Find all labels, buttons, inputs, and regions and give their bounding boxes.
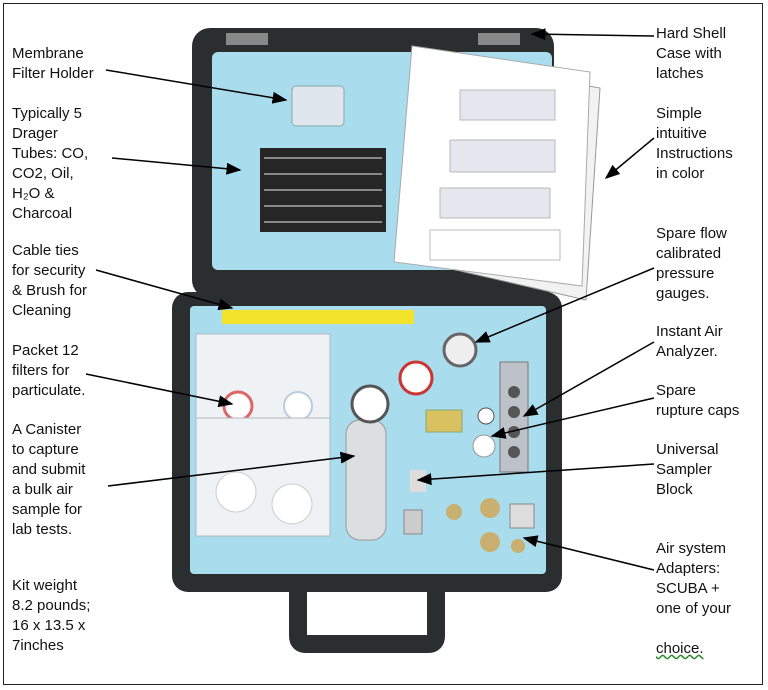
callout-canister: A Canister to capture and submit a bulk … xyxy=(12,421,86,538)
callout-arrows xyxy=(85,28,655,571)
callout-kit-weight: Kit weight 8.2 pounds; 16 x 13.5 x 7inch… xyxy=(12,577,91,654)
figure-border xyxy=(3,3,763,685)
instruction-sheets xyxy=(393,45,601,301)
callout-rupture-caps: Spare rupture caps xyxy=(656,382,740,419)
callout-hard-shell-case: Hard Shell Case with latches xyxy=(656,25,727,82)
callout-adapters: Air system Adapters: SCUBA + one of your… xyxy=(656,519,731,659)
callout-membrane-filter-holder: Membrane Filter Holder xyxy=(12,45,94,82)
callout-air-analyzer: Instant Air Analyzer. xyxy=(656,323,723,360)
callout-filters-packet: Packet 12 filters for particulate. xyxy=(12,342,86,399)
callout-instructions: Simple intuitive Instructions in color xyxy=(656,105,733,182)
callout-cable-ties: Cable ties for security & Brush for Clea… xyxy=(12,242,88,319)
callout-spare-gauges: Spare flow calibrated pressure gauges. xyxy=(656,225,727,302)
callout-adapters-text: Air system Adapters: SCUBA + one of your xyxy=(656,540,732,617)
drager-tube-tray xyxy=(260,148,386,232)
callout-adapters-choice: choice. xyxy=(656,640,704,657)
callout-drager-tubes: Typically 5 Drager Tubes: CO, CO2, Oil, … xyxy=(12,105,89,222)
callout-sampler-block: Universal Sampler Block xyxy=(656,441,719,498)
cable-ties xyxy=(222,310,414,324)
case-base xyxy=(172,292,562,592)
canister xyxy=(345,419,387,541)
spare-gauge xyxy=(442,332,478,368)
case-handle xyxy=(289,592,445,653)
